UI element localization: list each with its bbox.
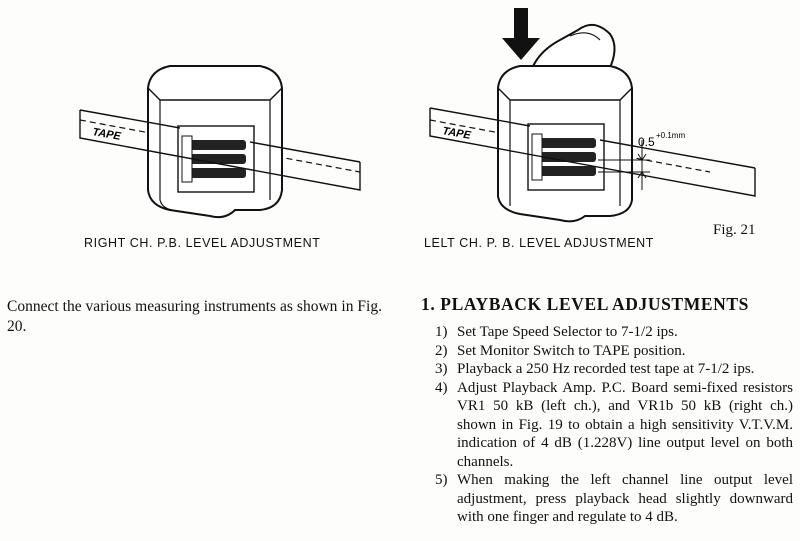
step-item: 5)When making the left channel line outp… xyxy=(435,472,793,525)
step-item: 3)Playback a 250 Hz recorded test tape a… xyxy=(435,361,755,377)
down-arrow-icon xyxy=(502,8,540,60)
right-channel-head-illustration: TAPE xyxy=(79,65,361,219)
step-item: 1)Set Tape Speed Selector to 7-1/2 ips. xyxy=(435,324,678,340)
step-item: 4)Adjust Playback Amp. P.C. Board semi-f… xyxy=(435,379,793,470)
steps-list: 1)Set Tape Speed Selector to 7-1/2 ips. … xyxy=(421,323,793,527)
section-heading: 1. PLAYBACK LEVEL ADJUSTMENTS xyxy=(421,294,749,314)
right-tape-label: TAPE xyxy=(91,126,122,143)
left-figure-caption: LELT CH. P. B. LEVEL ADJUSTMENT xyxy=(424,236,655,250)
left-channel-head-illustration: 0.5 +0.1mm TAPE xyxy=(429,8,756,223)
intro-paragraph: Connect the various measuring instrument… xyxy=(7,298,382,335)
dimension-tolerance: +0.1mm xyxy=(656,131,685,140)
right-figure-caption: RIGHT CH. P.B. LEVEL ADJUSTMENT xyxy=(84,236,321,250)
step-item: 2)Set Monitor Switch to TAPE position. xyxy=(435,342,686,359)
figure-number: Fig. 21 xyxy=(713,222,756,238)
left-tape-label: TAPE xyxy=(441,125,472,142)
dimension-value: 0.5 xyxy=(638,135,655,149)
